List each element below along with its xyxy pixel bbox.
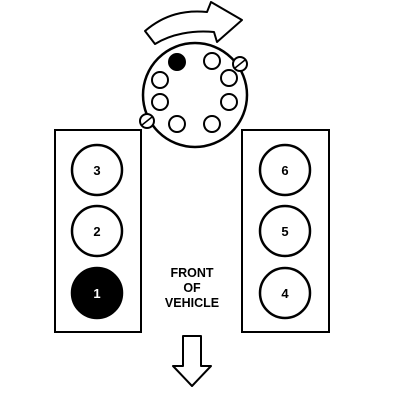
screw-icon bbox=[232, 56, 248, 72]
cylinder-3 bbox=[70, 143, 124, 197]
cylinder-6-label: 6 bbox=[281, 163, 288, 178]
cylinder-3-label: 3 bbox=[93, 163, 100, 178]
front-label-line-3: VEHICLE bbox=[165, 296, 219, 310]
distributor-terminal bbox=[151, 71, 169, 89]
front-of-vehicle-label: FRONT OF VEHICLE bbox=[165, 266, 219, 310]
distributor-terminal bbox=[168, 115, 186, 133]
rotation-arrow-icon bbox=[144, 1, 243, 45]
distributor-terminal bbox=[220, 69, 238, 87]
cylinder-5-label: 5 bbox=[281, 224, 288, 239]
cylinder-5 bbox=[258, 204, 312, 258]
front-label-line-2: OF bbox=[183, 281, 201, 295]
front-direction-arrow-icon bbox=[172, 335, 212, 387]
cylinder-1 bbox=[70, 266, 124, 320]
distributor-cap bbox=[139, 41, 249, 149]
cylinder-4-label: 4 bbox=[281, 286, 289, 301]
cylinder-2 bbox=[70, 204, 124, 258]
distributor-terminal-filled bbox=[168, 53, 186, 71]
cylinder-2-label: 2 bbox=[93, 224, 100, 239]
distributor-terminal bbox=[151, 93, 169, 111]
right-cylinder-bank: 6 5 4 bbox=[241, 129, 330, 333]
front-label-line-1: FRONT bbox=[170, 266, 213, 280]
distributor-terminal bbox=[203, 52, 221, 70]
distributor-terminal bbox=[220, 93, 238, 111]
cylinder-4 bbox=[258, 266, 312, 320]
distributor-terminal bbox=[203, 115, 221, 133]
cylinder-6 bbox=[258, 143, 312, 197]
cylinder-1-label: 1 bbox=[93, 286, 100, 301]
screw-icon bbox=[139, 113, 155, 129]
left-cylinder-bank: 3 2 1 bbox=[54, 129, 142, 333]
